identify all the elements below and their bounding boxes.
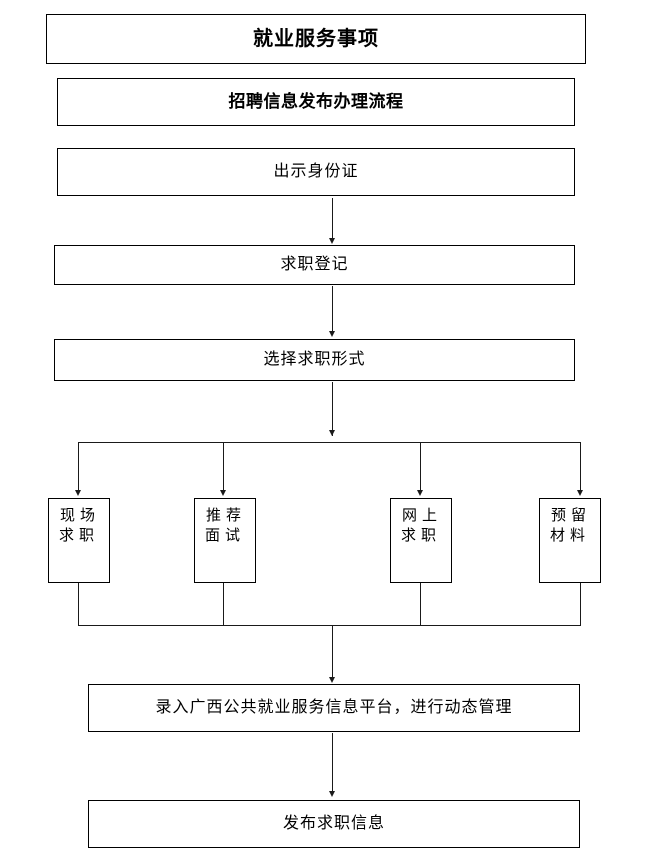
branch-label-onsite-job: 现场 求职 bbox=[58, 507, 100, 545]
connector-arrow-show-id-to-registration bbox=[328, 238, 335, 244]
step-label: 求职登记 bbox=[280, 255, 349, 273]
merge-riser-onsite-job bbox=[78, 583, 79, 626]
step-box-enter-platform: 录入广西公共就业服务信息平台，进行动态管理 bbox=[88, 684, 580, 732]
connector-line-platform-to-publish bbox=[332, 733, 333, 793]
connector-arrow-merge-to-platform bbox=[328, 677, 335, 683]
split-arrow-recommend-interview bbox=[219, 490, 226, 496]
split-bar bbox=[78, 442, 580, 443]
merge-riser-reserve-materials bbox=[580, 583, 581, 626]
merge-riser-online-job bbox=[420, 583, 421, 626]
step-box-job-registration: 求职登记 bbox=[54, 245, 575, 285]
split-arrow-online-job bbox=[416, 490, 423, 496]
split-drop-recommend-interview bbox=[223, 442, 224, 492]
split-drop-onsite-job bbox=[78, 442, 79, 492]
branch-box-reserve-materials: 预留 材料 bbox=[539, 498, 601, 583]
step-box-show-id: 出示身份证 bbox=[57, 148, 575, 196]
step-label: 录入广西公共就业服务信息平台，进行动态管理 bbox=[155, 698, 513, 716]
process-name: 招聘信息发布办理流程 bbox=[228, 91, 404, 111]
merge-riser-recommend-interview bbox=[223, 583, 224, 626]
step-box-choose-form: 选择求职形式 bbox=[54, 339, 575, 381]
branch-box-online-job: 网上 求职 bbox=[390, 498, 452, 583]
branch-box-recommend-interview: 推荐 面试 bbox=[194, 498, 256, 583]
split-drop-online-job bbox=[420, 442, 421, 492]
connector-line-merge-to-platform bbox=[332, 625, 333, 679]
branch-label-reserve-materials: 预留 材料 bbox=[549, 507, 591, 545]
merge-bar bbox=[78, 625, 580, 626]
connector-line-registration-to-choose bbox=[332, 286, 333, 332]
connector-line-choose-to-split bbox=[332, 382, 333, 436]
page-title: 就业服务事项 bbox=[253, 28, 379, 50]
step-box-publish-info: 发布求职信息 bbox=[88, 800, 580, 848]
branch-label-recommend-interview: 推荐 面试 bbox=[204, 507, 246, 545]
connector-arrow-choose-to-split bbox=[328, 430, 335, 436]
step-label: 出示身份证 bbox=[273, 162, 359, 180]
split-arrow-reserve-materials bbox=[576, 490, 583, 496]
connector-arrow-registration-to-choose bbox=[328, 331, 335, 337]
branch-label-online-job: 网上 求职 bbox=[400, 507, 442, 545]
subtitle-box: 招聘信息发布办理流程 bbox=[57, 78, 575, 126]
branch-box-onsite-job: 现场 求职 bbox=[48, 498, 110, 583]
connector-arrow-platform-to-publish bbox=[328, 791, 335, 797]
step-label: 发布求职信息 bbox=[282, 814, 385, 832]
split-drop-reserve-materials bbox=[580, 442, 581, 492]
title-box: 就业服务事项 bbox=[46, 14, 586, 64]
split-arrow-onsite-job bbox=[74, 490, 81, 496]
connector-line-show-id-to-registration bbox=[332, 198, 333, 240]
step-label: 选择求职形式 bbox=[263, 350, 366, 368]
